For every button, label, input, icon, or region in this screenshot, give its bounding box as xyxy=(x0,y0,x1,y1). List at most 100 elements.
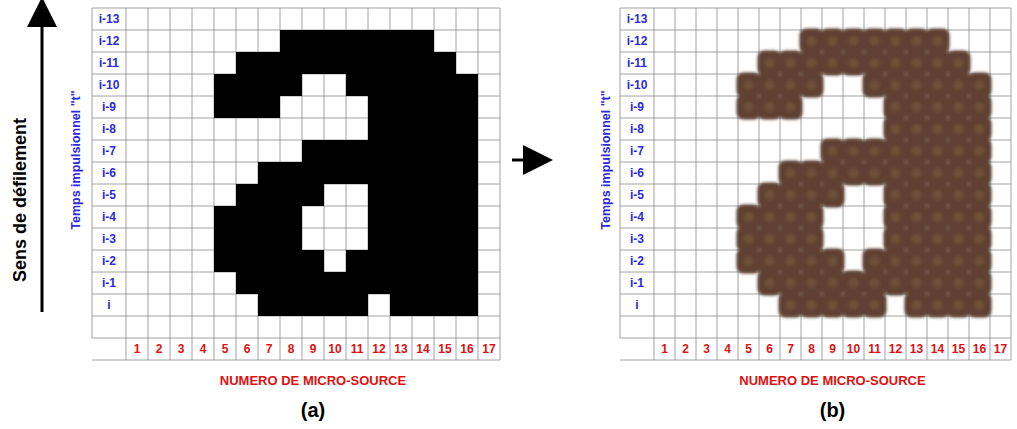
dot-texture xyxy=(933,278,943,288)
column-number: 7 xyxy=(258,338,280,360)
dot-texture xyxy=(744,212,754,222)
pixel-cell xyxy=(346,30,368,52)
dot-texture xyxy=(765,58,775,68)
dot-texture xyxy=(765,212,775,222)
printed-dot xyxy=(863,51,887,76)
grid-line xyxy=(620,360,1011,361)
printed-dot xyxy=(821,51,845,76)
pixel-cell xyxy=(456,184,478,206)
pixel-cell xyxy=(214,74,236,96)
printed-dot xyxy=(758,271,782,296)
pixel-cell xyxy=(258,162,280,184)
row-label: i-5 xyxy=(92,184,126,206)
dot-texture xyxy=(807,278,817,288)
dot-texture xyxy=(870,300,880,310)
pixel-cell xyxy=(434,74,456,96)
dot-texture xyxy=(975,278,985,288)
printed-dot xyxy=(884,249,908,274)
printed-dot xyxy=(758,73,782,98)
pixel-cell xyxy=(390,162,412,184)
row-label: i-10 xyxy=(92,74,126,96)
dot-texture xyxy=(933,168,943,178)
dot-texture xyxy=(786,256,796,266)
pixel-cell xyxy=(280,52,302,74)
column-number: 1 xyxy=(654,338,675,360)
row-label: i-6 xyxy=(92,162,126,184)
grid-line xyxy=(1011,8,1012,360)
pixel-cell xyxy=(434,294,456,316)
grid-line xyxy=(696,8,697,360)
row-label: i-8 xyxy=(92,118,126,140)
dot-texture xyxy=(786,212,796,222)
dot-texture xyxy=(933,146,943,156)
pixel-cell xyxy=(302,140,324,162)
pixel-cell xyxy=(302,272,324,294)
grid-line xyxy=(126,8,127,360)
row-label: i-3 xyxy=(92,228,126,250)
pixel-cell xyxy=(258,184,280,206)
pixel-cell xyxy=(236,74,258,96)
column-number: 11 xyxy=(864,338,885,360)
grid-line xyxy=(92,8,93,338)
printed-dot xyxy=(926,293,950,318)
pixel-cell xyxy=(368,74,390,96)
dot-texture xyxy=(870,256,880,266)
dot-texture xyxy=(765,102,775,112)
pixel-cell xyxy=(456,206,478,228)
dot-texture xyxy=(786,80,796,90)
panel-label: (a) xyxy=(273,396,353,424)
dot-texture xyxy=(912,190,922,200)
column-number: 13 xyxy=(906,338,927,360)
column-number: 10 xyxy=(324,338,346,360)
printed-dot xyxy=(800,271,824,296)
pixel-cell xyxy=(236,272,258,294)
axis-title: Sens de défilement xyxy=(10,118,31,282)
printed-dot xyxy=(926,117,950,142)
dot-texture xyxy=(933,300,943,310)
dot-texture xyxy=(891,58,901,68)
axis-label: NUMERO DE MICRO-SOURCE xyxy=(683,370,983,390)
grid-line xyxy=(92,8,500,9)
printed-dot xyxy=(779,161,803,186)
dot-texture xyxy=(954,146,964,156)
printed-dot xyxy=(968,183,992,208)
dot-texture xyxy=(891,256,901,266)
pixel-cell xyxy=(390,52,412,74)
printed-dot xyxy=(863,139,887,164)
printed-dot xyxy=(968,139,992,164)
grid-line xyxy=(92,338,500,339)
pixel-cell xyxy=(346,272,368,294)
pixel-cell xyxy=(412,184,434,206)
pixel-cell xyxy=(214,206,236,228)
dot-texture xyxy=(933,234,943,244)
pixel-cell xyxy=(346,74,368,96)
pixel-cell xyxy=(412,272,434,294)
printed-dot xyxy=(863,29,887,54)
printed-dot xyxy=(884,227,908,252)
printed-dot xyxy=(947,205,971,230)
pixel-cell xyxy=(434,140,456,162)
dot-texture xyxy=(933,212,943,222)
printed-dot xyxy=(800,161,824,186)
column-number: 3 xyxy=(696,338,717,360)
grid-line xyxy=(675,8,676,360)
printed-dot xyxy=(779,293,803,318)
printed-dot xyxy=(863,249,887,274)
dot-texture xyxy=(828,36,838,46)
dot-texture xyxy=(954,234,964,244)
pixel-cell xyxy=(368,272,390,294)
printed-dot xyxy=(905,51,929,76)
dot-texture xyxy=(870,58,880,68)
dot-texture xyxy=(744,102,754,112)
row-label: i-1 xyxy=(92,272,126,294)
pixel-cell xyxy=(412,30,434,52)
pixel-cell xyxy=(390,206,412,228)
dot-texture xyxy=(891,190,901,200)
printed-dot xyxy=(947,293,971,318)
dot-texture xyxy=(786,234,796,244)
printed-dot xyxy=(968,271,992,296)
pixel-cell xyxy=(258,206,280,228)
pixel-cell xyxy=(456,228,478,250)
dot-texture xyxy=(870,278,880,288)
